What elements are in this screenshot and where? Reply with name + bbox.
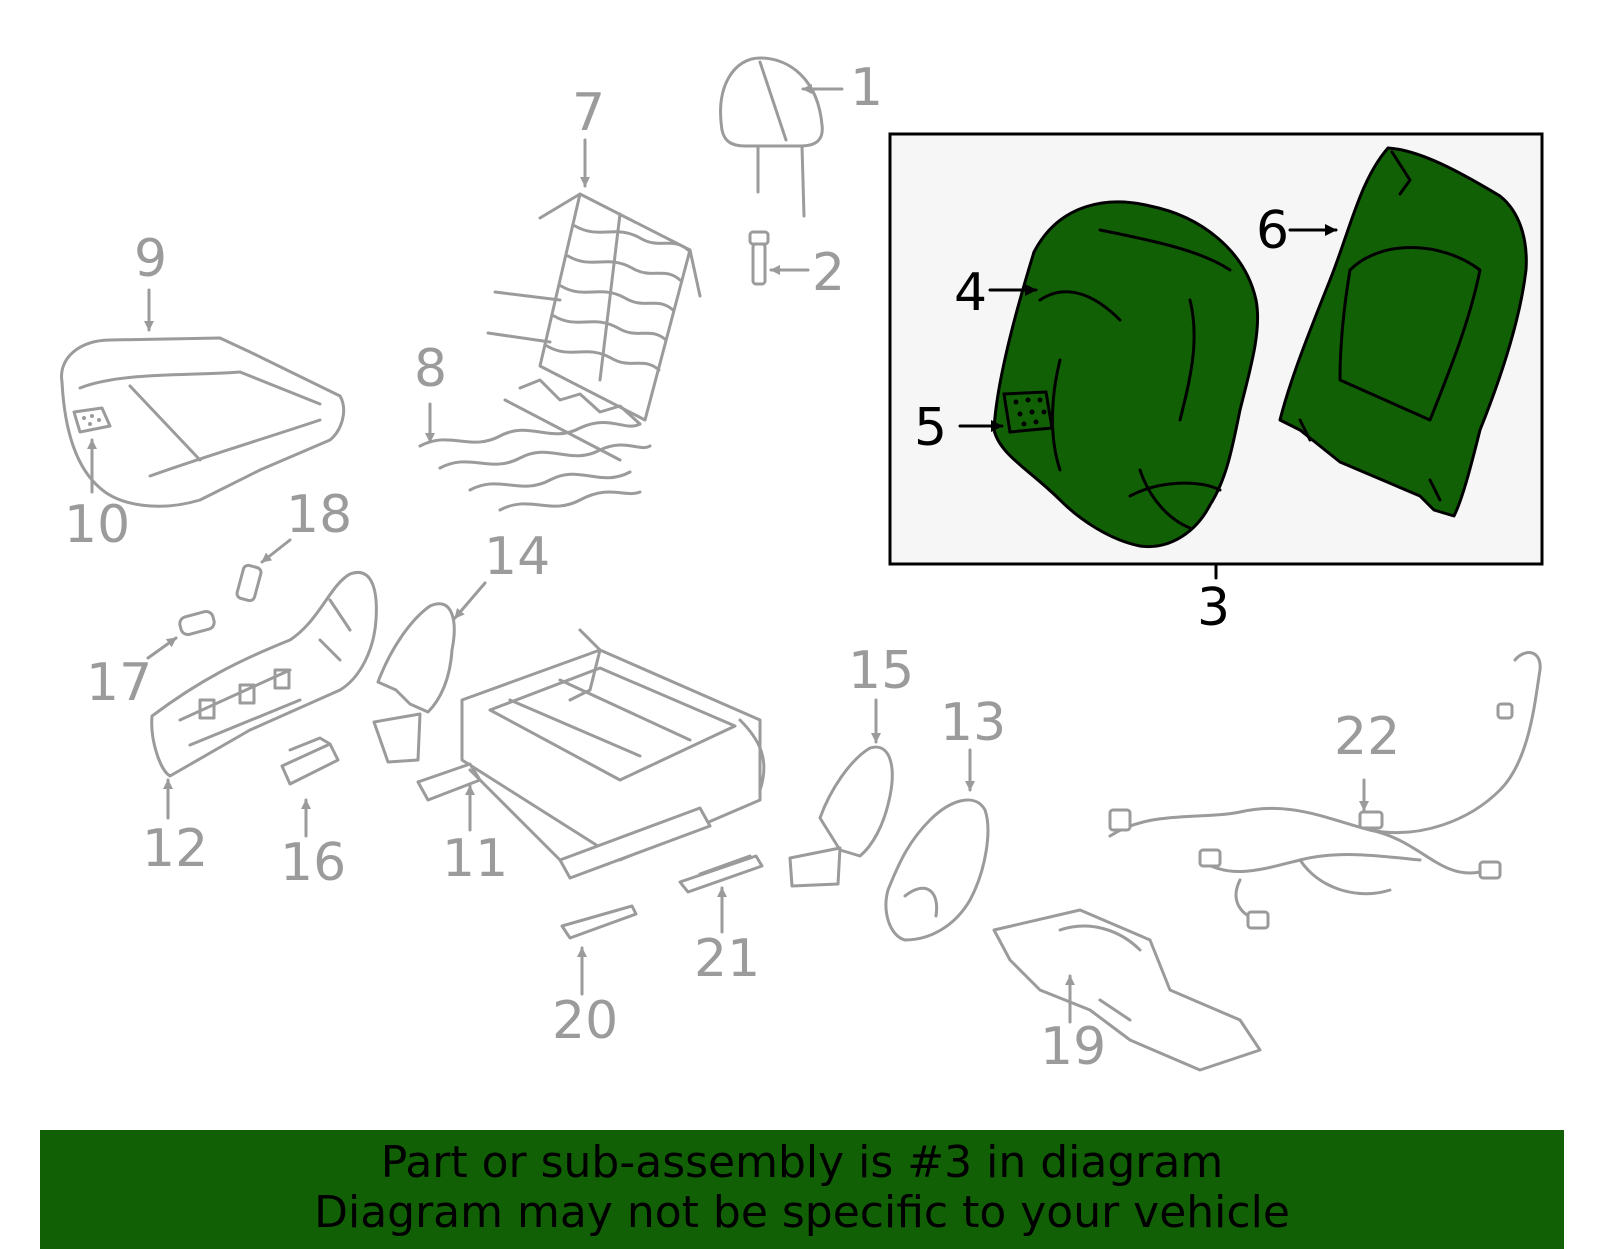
callout-2: 2 (812, 243, 845, 303)
cushion-spring-part-8[interactable] (418, 378, 652, 512)
seat-back-cover-part-4[interactable] (992, 200, 1260, 549)
callout-22: 22 (1334, 707, 1400, 767)
knob-part-17[interactable] (178, 609, 216, 637)
info-banner: Part or sub-assembly is #3 in diagram Di… (40, 1130, 1564, 1249)
cushion-cover-part-9[interactable] (60, 336, 346, 508)
callout-4: 4 (954, 263, 987, 323)
callout-1: 1 (850, 58, 883, 118)
inner-bracket-part-14[interactable] (372, 602, 456, 764)
callout-11: 11 (442, 829, 508, 889)
seat-frame-part-11[interactable] (416, 628, 766, 880)
callout-7: 7 (572, 83, 605, 143)
back-spring-frame-part-7[interactable] (486, 192, 702, 422)
bracket-part-20[interactable] (560, 904, 638, 940)
lower-bracket-part-19[interactable] (992, 908, 1262, 1072)
banner-line-2: Diagram may not be specific to your vehi… (314, 1187, 1290, 1238)
knob-part-18[interactable] (235, 563, 263, 603)
callout-13: 13 (940, 693, 1006, 753)
side-trim-part-13[interactable] (884, 798, 990, 942)
headrest-part-1[interactable] (719, 56, 824, 218)
callout-3: 3 (1197, 578, 1230, 638)
callout-15: 15 (848, 641, 914, 701)
headrest-guide-part-2[interactable] (748, 230, 770, 286)
side-shield-part-12[interactable] (150, 570, 378, 778)
seat-back-frame-part-6[interactable] (1278, 146, 1528, 518)
callout-6: 6 (1256, 201, 1289, 261)
callout-18: 18 (286, 485, 352, 545)
callout-9: 9 (134, 229, 167, 289)
callout-10: 10 (64, 495, 130, 555)
callout-8: 8 (414, 339, 447, 399)
callout-17: 17 (86, 653, 152, 713)
callout-16: 16 (280, 833, 346, 893)
callout-5: 5 (914, 398, 947, 458)
heater-pad-part-5[interactable] (1002, 390, 1054, 434)
callout-14: 14 (484, 527, 550, 587)
callout-20: 20 (552, 991, 618, 1051)
callout-19: 19 (1040, 1017, 1106, 1077)
callout-12: 12 (142, 819, 208, 879)
bracket-part-21[interactable] (678, 854, 764, 894)
wiring-harness-part-22[interactable] (1108, 651, 1542, 930)
switch-part-16[interactable] (280, 736, 340, 786)
callout-21: 21 (694, 929, 760, 989)
banner-line-1: Part or sub-assembly is #3 in diagram (380, 1137, 1224, 1188)
recliner-cover-part-15[interactable] (788, 745, 894, 888)
